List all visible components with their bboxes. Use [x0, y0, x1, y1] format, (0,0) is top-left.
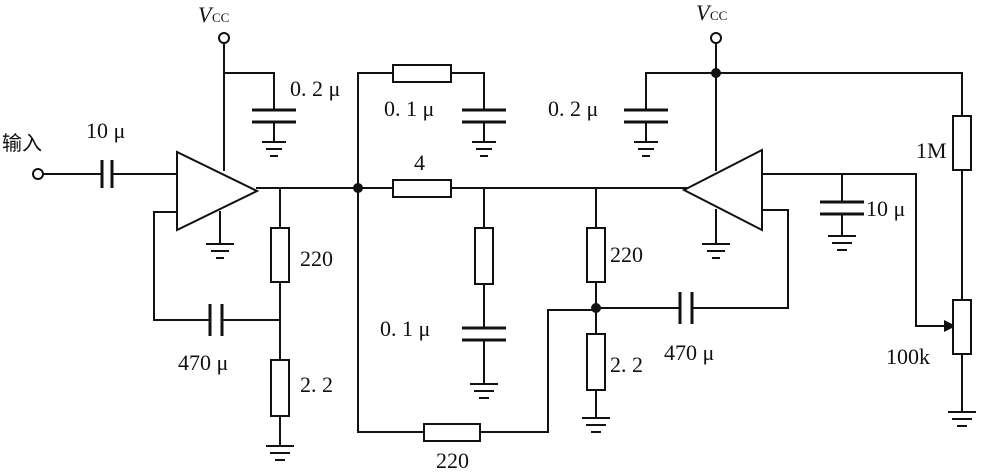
series-resistor — [392, 179, 452, 198]
bottom-resistor — [423, 423, 481, 442]
vcc-left-label: V — [198, 2, 214, 27]
ground-symbol — [262, 141, 286, 157]
feedback-resistor-right-lower — [586, 333, 606, 391]
ground-symbol — [948, 411, 976, 427]
vcc-left-sub: CC — [212, 10, 229, 25]
feedback-resistor-left-lower-label: 2. 2 — [300, 372, 333, 397]
feedback-capacitor-right — [678, 292, 694, 324]
zobel-capacitor-label: 0. 1 μ — [380, 316, 430, 341]
bias-resistor-1m — [952, 115, 972, 171]
wiper-arrow — [944, 320, 956, 332]
feedback-resistor-left-upper-label: 220 — [300, 246, 333, 271]
vcc-right-label: V — [696, 0, 712, 25]
potentiometer-100k-label: 100k — [886, 344, 930, 369]
vcc-right-sub: CC — [710, 8, 727, 23]
input-capacitor-label: 10 μ — [86, 118, 125, 143]
top-middle-capacitor-label: 0. 1 μ — [384, 96, 434, 121]
feedback-capacitor-left — [208, 304, 224, 336]
decoupling-capacitor-left-label: 0. 2 μ — [290, 76, 340, 101]
zobel-resistor — [474, 227, 494, 285]
potentiometer-100k — [952, 299, 972, 355]
input-label: 输入 — [2, 131, 42, 155]
vcc-left-terminal — [218, 32, 230, 44]
bottom-resistor-label: 220 — [436, 448, 469, 472]
top-middle-capacitor — [462, 108, 506, 124]
input-capacitor — [100, 160, 114, 188]
ground-symbol — [472, 141, 496, 157]
feedback-resistor-right-lower-label: 2. 2 — [610, 352, 643, 377]
zobel-capacitor — [462, 326, 506, 342]
decoupling-capacitor-left — [252, 108, 296, 124]
right-input-capacitor — [820, 200, 864, 216]
feedback-resistor-right-upper-label: 220 — [610, 242, 643, 267]
feedback-resistor-right-upper — [586, 227, 606, 283]
ground-symbol — [470, 383, 498, 399]
ground-symbol — [582, 417, 610, 433]
vcc-right-terminal — [710, 32, 722, 44]
bias-resistor-1m-label: 1M — [916, 138, 947, 163]
feedback-capacitor-left-label: 470 μ — [178, 350, 228, 375]
feedback-capacitor-right-label: 470 μ — [664, 340, 714, 365]
input-terminal — [32, 168, 44, 180]
ground-symbol — [634, 141, 658, 157]
decoupling-capacitor-right-label: 0. 2 μ — [548, 96, 598, 121]
ground-symbol — [206, 243, 234, 259]
feedback-resistor-left-upper — [270, 227, 290, 283]
feedback-resistor-left-lower — [270, 359, 290, 417]
left-amplifier — [176, 150, 260, 232]
ground-symbol — [828, 235, 856, 251]
decoupling-capacitor-right — [624, 108, 668, 124]
right-amplifier — [681, 148, 763, 232]
right-input-capacitor-label: 10 μ — [866, 196, 905, 221]
ground-symbol — [266, 445, 294, 461]
ground-symbol — [702, 243, 730, 259]
top-middle-resistor — [392, 64, 452, 83]
series-resistor-label: 4 — [414, 150, 425, 175]
